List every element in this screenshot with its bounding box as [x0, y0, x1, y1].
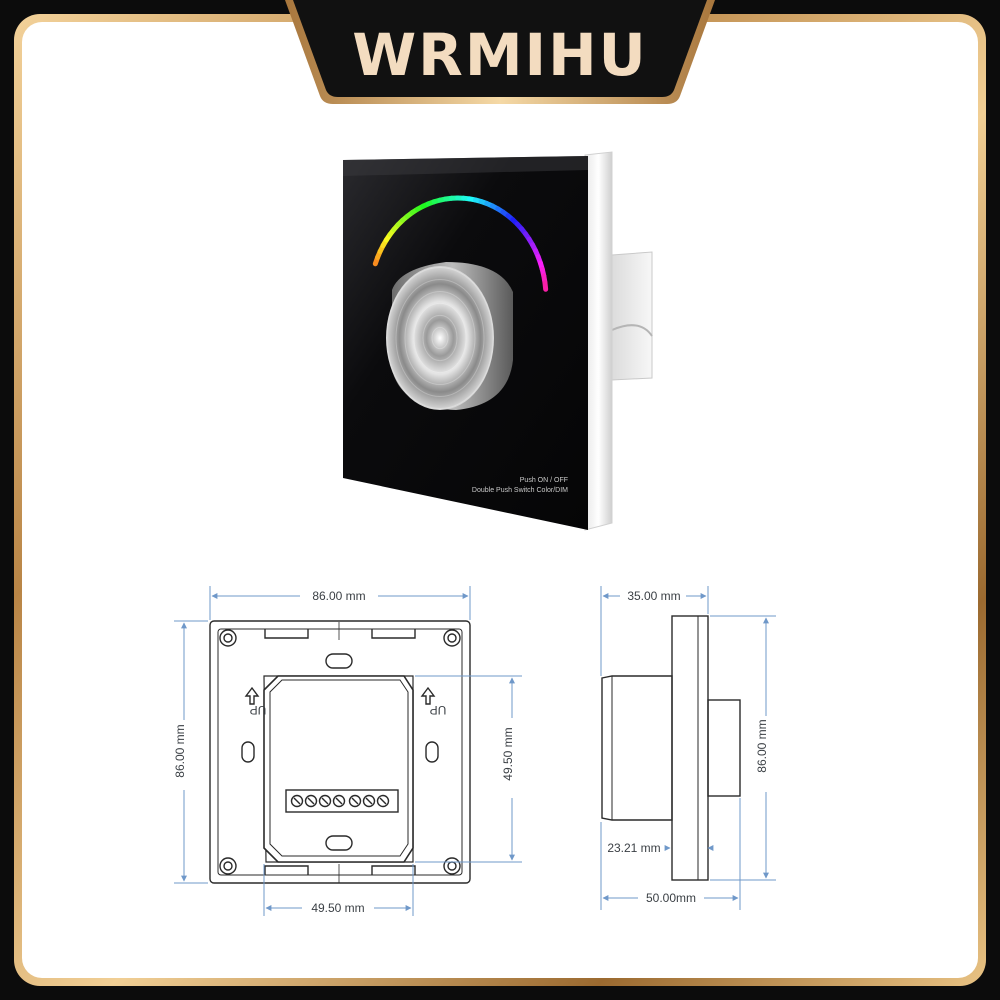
front-dimension-lines — [174, 586, 522, 916]
side-offset-label: 23.21 mm — [607, 841, 660, 855]
inner-width-label: 49.50 mm — [311, 901, 364, 915]
dimmer-knob[interactable] — [386, 262, 513, 410]
terminal-screw — [348, 794, 362, 808]
knob-ring — [404, 290, 476, 386]
terminal-screw-slot — [335, 797, 343, 805]
knob-ring — [422, 314, 458, 362]
knob-ring — [386, 267, 494, 409]
knob-ring — [395, 278, 485, 398]
terminal-screw-slot — [293, 797, 301, 805]
double-push-text: Double Push Switch Color/DIM — [472, 487, 568, 494]
brand-title: WRMIHU — [352, 21, 648, 89]
push-on-off-text: Push ON / OFF — [520, 477, 568, 484]
terminal-screw — [332, 794, 346, 808]
terminal-screw — [376, 794, 390, 808]
knob-ring — [413, 302, 467, 374]
up-label-right: UP — [430, 703, 447, 717]
product-photo: Push ON / OFF Double Push Switch Color/D… — [343, 151, 653, 531]
side-depth-label: 35.00 mm — [627, 589, 680, 603]
inner-height-label: 49.50 mm — [501, 727, 515, 780]
front-height-label: 86.00 mm — [173, 724, 187, 777]
terminal-screw-slot — [379, 797, 387, 805]
front-view-drawing — [209, 620, 471, 884]
knob-ring — [431, 326, 449, 350]
side-view-drawing — [601, 615, 741, 881]
terminal-screw — [290, 794, 304, 808]
frame-side — [584, 151, 613, 531]
color-wheel-arc — [372, 195, 549, 292]
terminal-screw-slot — [321, 797, 329, 805]
brand-banner — [285, 0, 715, 104]
side-base-label: 50.00mm — [646, 891, 696, 905]
corner-screws — [219, 629, 461, 875]
front-width-label: 86.00 mm — [312, 589, 365, 603]
terminal-screw — [318, 794, 332, 808]
side-height-label: 86.00 mm — [755, 719, 769, 772]
terminal-screw — [304, 794, 318, 808]
side-dimension-lines — [600, 586, 776, 910]
arc-segment — [542, 280, 549, 292]
up-label-left: UP — [250, 703, 267, 717]
terminal-screw-slot — [365, 797, 373, 805]
terminal-screw — [362, 794, 376, 808]
terminal-screw-slot — [351, 797, 359, 805]
terminal-screw-slot — [307, 797, 315, 805]
mount-box — [611, 251, 653, 381]
